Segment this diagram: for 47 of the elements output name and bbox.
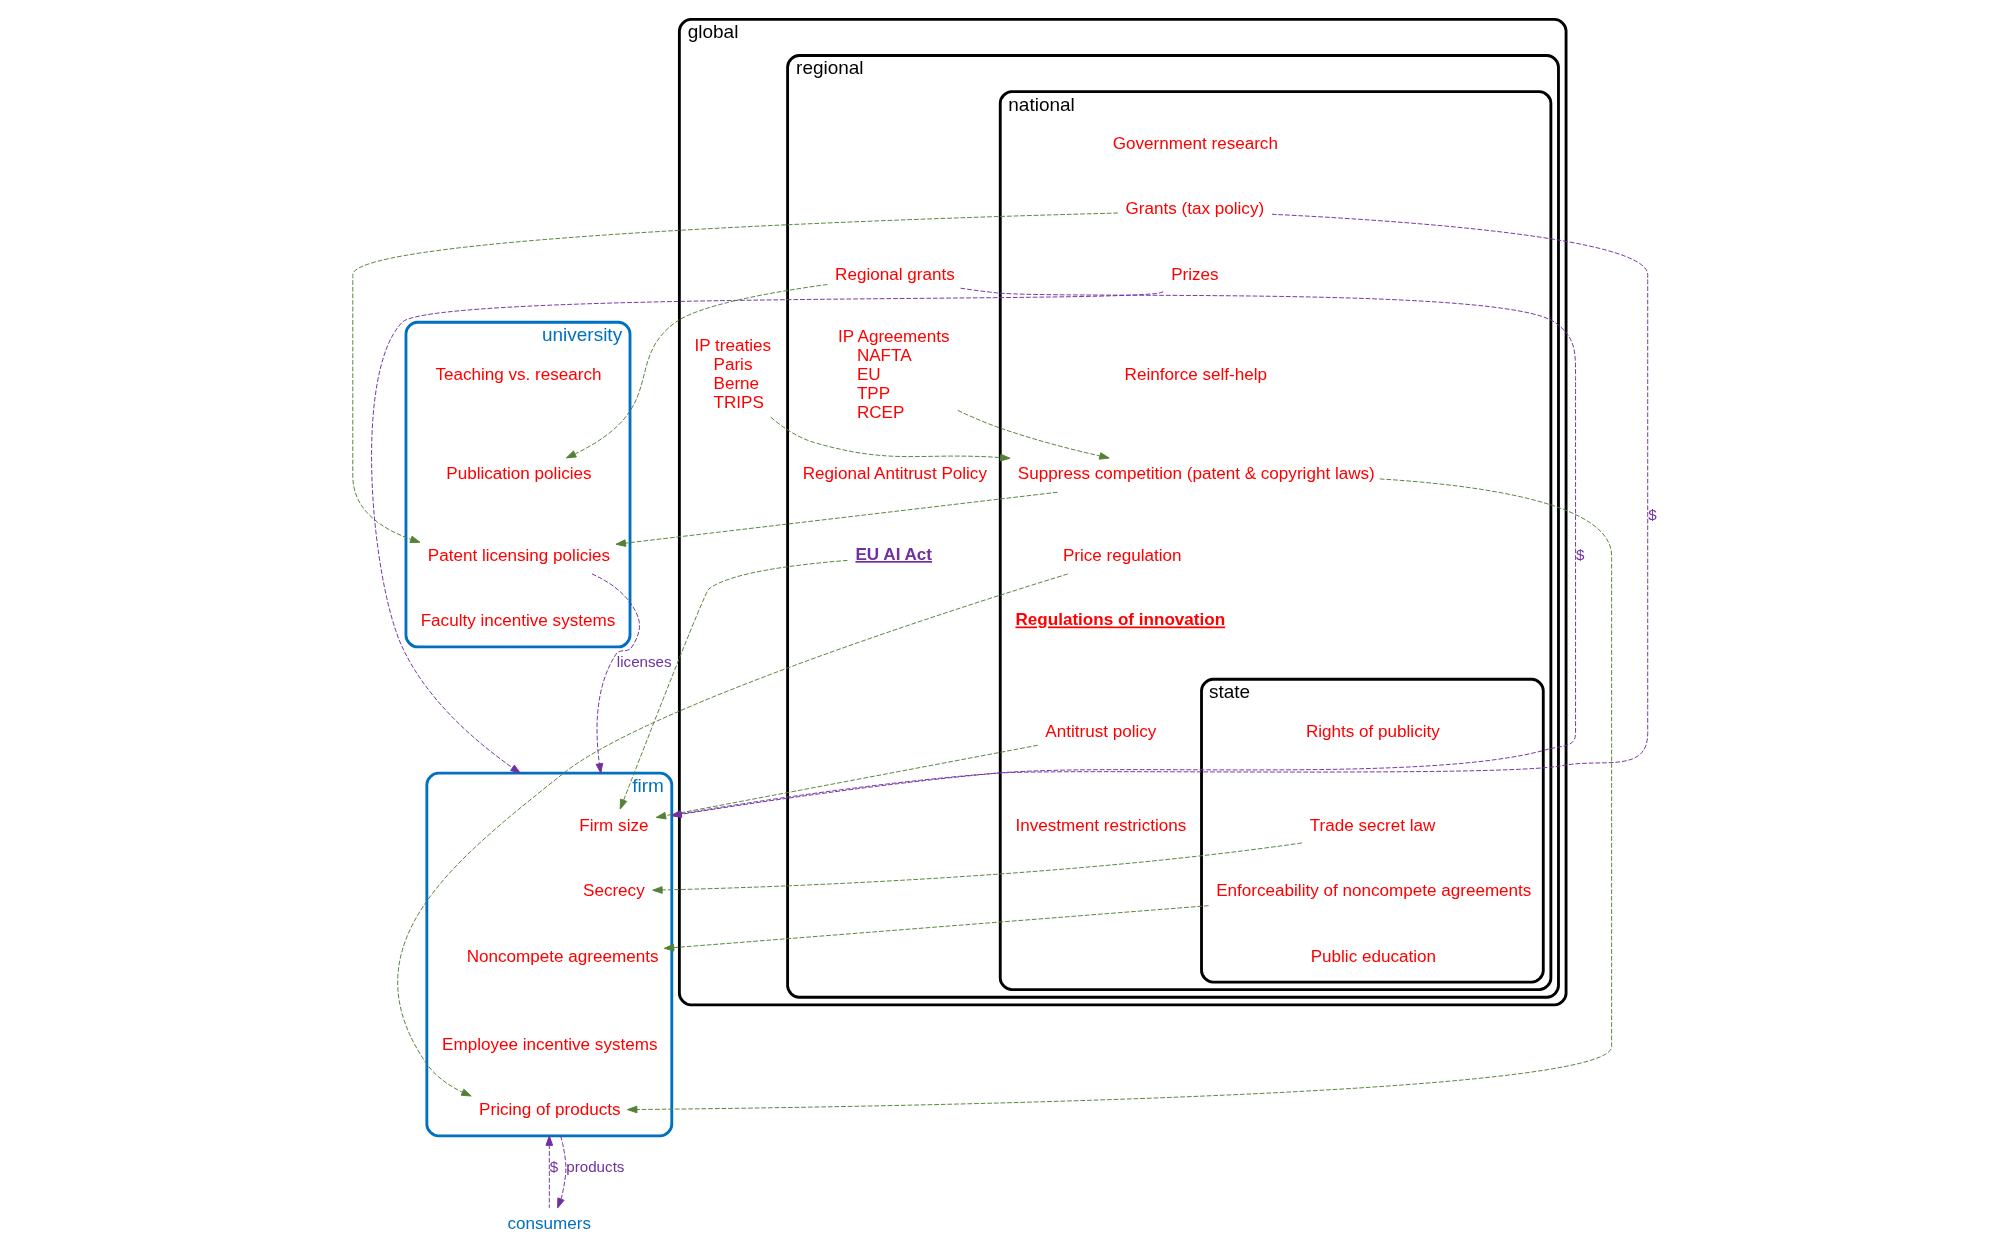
node-text: Antitrust policy — [1044, 721, 1156, 741]
node-text: Public education — [1310, 946, 1436, 966]
arrow — [626, 478, 1612, 1114]
arrow — [351, 212, 1118, 543]
node-text: Publication policies — [445, 464, 592, 484]
arrow — [663, 905, 1209, 952]
node-text: Reinforce self-help — [1124, 364, 1267, 384]
node-text: Regional grants — [834, 264, 955, 284]
node-text: Suppress competition (patent & copyright laws) — [1017, 464, 1375, 484]
node-text: Enforceability of noncompete agreements — [1215, 881, 1531, 901]
node-text: Firm size — [578, 815, 648, 835]
arrow — [651, 842, 1302, 894]
node-text: Secrecy — [582, 881, 645, 901]
arrow — [556, 1135, 566, 1209]
node-text: Pricing of products — [478, 1100, 620, 1120]
arrow — [615, 491, 1058, 547]
node-text: Employee incentive systems — [441, 1034, 657, 1054]
node-text: EU AI Act — [854, 544, 932, 564]
node-text: Investment restrictions — [1014, 815, 1186, 835]
arrow — [396, 573, 1068, 1097]
node-text: IP Agreements NAFTA EU TPP RCEP — [837, 326, 950, 422]
node-text: Regulations of innovation — [1014, 610, 1225, 630]
edge-label: $ — [549, 1157, 558, 1175]
edge-label: licenses — [616, 652, 672, 670]
node-text: Faculty incentive systems — [420, 611, 615, 631]
node-text: Grants (tax policy) — [1125, 199, 1264, 219]
node-text: Noncompete agreements — [466, 946, 658, 966]
arrow — [619, 559, 848, 810]
arrow — [956, 409, 1110, 460]
node-text: IP treaties Paris Berne TRIPS — [694, 336, 771, 413]
arrow — [565, 284, 828, 459]
arrow — [591, 573, 640, 774]
node-text: Price regulation — [1062, 545, 1182, 565]
edge-label: $ — [1575, 546, 1585, 564]
node-text: Teaching vs. research — [434, 364, 602, 384]
node-text: Trade secret law — [1309, 815, 1435, 835]
node-text: Government research — [1112, 133, 1278, 153]
node-text: Regional Antitrust Policy — [802, 464, 987, 484]
node-text: Prizes — [1170, 264, 1219, 284]
arrow — [769, 416, 1011, 462]
arrow — [370, 291, 1164, 774]
edge-label: products — [565, 1157, 624, 1175]
node-text: consumers — [507, 1214, 591, 1234]
arrow — [545, 1135, 553, 1209]
node-text: Patent licensing policies — [427, 545, 610, 565]
node-text: Rights of publicity — [1305, 721, 1440, 741]
edge-label: $ — [1647, 505, 1657, 523]
